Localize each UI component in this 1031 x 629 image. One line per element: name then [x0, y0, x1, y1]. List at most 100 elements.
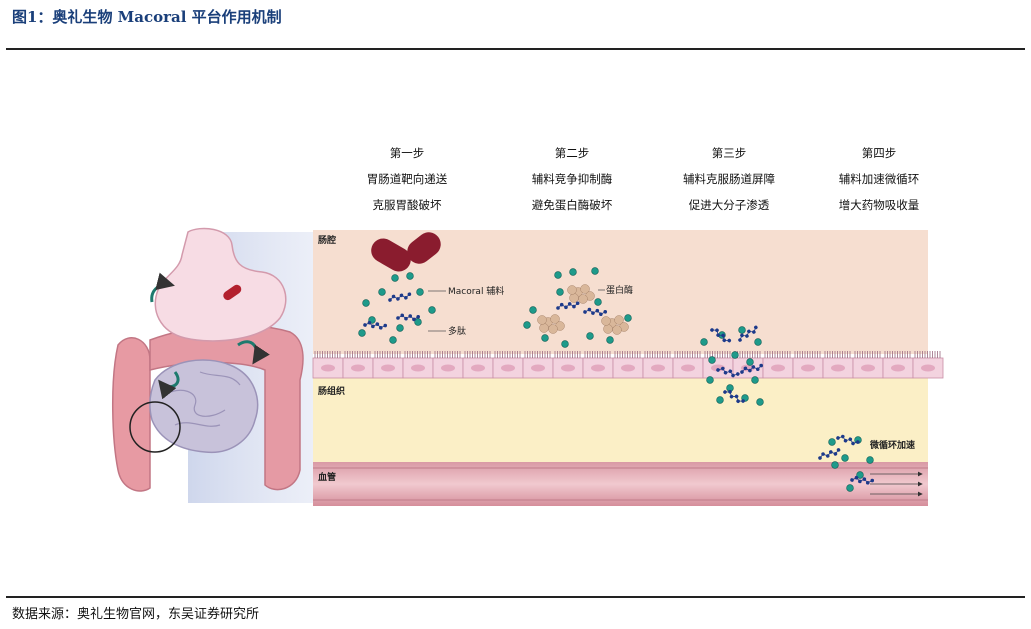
- amino-acid: [556, 306, 560, 310]
- capsule-in-stomach: [223, 284, 242, 301]
- excipient-molecule: [828, 438, 836, 446]
- cell-nucleus: [381, 364, 395, 372]
- amino-acid: [591, 311, 595, 315]
- amino-acid: [754, 325, 758, 330]
- peptide-molecule: [556, 301, 580, 310]
- excipient-molecule: [541, 334, 549, 342]
- cell-nucleus: [561, 364, 575, 372]
- tissue-region: [313, 378, 928, 462]
- step-4-molecules: [818, 434, 875, 492]
- peristalsis-arrow-icon: [150, 272, 175, 303]
- amino-acid: [599, 312, 603, 317]
- amino-acid: [843, 438, 848, 443]
- protease-lobe: [548, 324, 558, 334]
- step-1-capsule-release: Macoral 辅料 多肽: [358, 232, 504, 344]
- step-4-line2: 增大药物吸收量: [838, 198, 920, 212]
- amino-acid: [734, 394, 739, 399]
- cell-nucleus: [471, 364, 485, 372]
- peptide-molecule: [836, 434, 860, 446]
- excipient-molecule: [362, 299, 370, 307]
- excipient-molecule: [378, 288, 386, 296]
- step-1-line1: 胃肠道靶向递送: [366, 172, 448, 186]
- amino-acid: [727, 338, 732, 343]
- peptide-molecule: [716, 366, 740, 378]
- amino-acid: [583, 310, 587, 314]
- cell-nucleus: [651, 364, 665, 372]
- amino-acid: [396, 297, 400, 301]
- excipient-molecule: [841, 454, 849, 462]
- amino-acid: [729, 394, 734, 399]
- amino-acid: [721, 333, 725, 338]
- excipient-molecule: [529, 306, 537, 314]
- microvilli: [404, 351, 431, 358]
- amino-acid: [716, 368, 720, 372]
- protease-enzyme: [567, 284, 595, 304]
- top-rule: [6, 48, 1025, 50]
- amino-acid: [825, 454, 830, 458]
- microvilli: [854, 351, 881, 358]
- amino-acid: [738, 338, 742, 342]
- cell-nucleus: [771, 364, 785, 372]
- peptide-molecule: [396, 313, 420, 322]
- protease-lobe: [567, 285, 577, 295]
- step-2-protease-inhibition: 蛋白酶: [523, 267, 633, 348]
- excipient-molecule: [414, 318, 422, 326]
- step-3-line2: 促进大分子渗透: [688, 198, 770, 212]
- step-4-line1: 辅料加速微循环: [838, 172, 920, 186]
- amino-acid: [396, 316, 400, 320]
- zoom-circle: [129, 401, 181, 453]
- capsule-half-icon: [407, 232, 441, 264]
- excipient-molecule: [738, 326, 746, 334]
- amino-acid: [840, 434, 845, 439]
- amino-acid: [836, 436, 840, 440]
- step-2-molecules: [523, 267, 632, 348]
- amino-acid: [383, 323, 388, 328]
- amino-acid: [759, 363, 763, 368]
- excipient-molecule: [754, 338, 762, 346]
- peptide-molecule: [818, 448, 841, 460]
- amino-acid: [723, 390, 727, 394]
- step-4-microcirculation: 微循环加速: [818, 434, 923, 497]
- amino-acid: [751, 365, 756, 369]
- cell-nucleus: [501, 364, 515, 372]
- peptide-molecule: [710, 328, 732, 343]
- amino-acid: [856, 440, 860, 444]
- excipient-molecule: [746, 358, 754, 366]
- amino-acid: [752, 330, 756, 334]
- amino-acid: [710, 328, 714, 332]
- cell-nucleus: [921, 364, 935, 372]
- vessel-label: 血管: [318, 471, 336, 483]
- amino-acid: [836, 448, 841, 452]
- amino-acid: [391, 294, 396, 299]
- step-4-caption: 第四步 辅料加速微循环 增大药物吸收量: [794, 140, 964, 218]
- intestine-cross-section: 肠腔 肠组织 血管: [312, 230, 944, 506]
- microvilli: [674, 351, 701, 358]
- ascending-colon: [112, 337, 151, 492]
- amino-acid: [400, 313, 405, 318]
- microvilli: [914, 351, 941, 358]
- microvilli: [584, 351, 611, 358]
- cell-nucleus: [591, 364, 605, 372]
- protease-lobe: [580, 284, 590, 294]
- amino-acid: [723, 370, 728, 375]
- peptide-molecule: [583, 307, 608, 317]
- microvilli: [464, 351, 491, 358]
- peristalsis-arrow-icon: [237, 340, 270, 365]
- peptide-molecule: [388, 292, 412, 302]
- protease-lobe: [603, 324, 613, 334]
- microvilli: [314, 351, 341, 358]
- cell-nucleus: [621, 364, 635, 372]
- excipient-molecule: [731, 351, 739, 359]
- protease-lobe: [612, 325, 622, 335]
- cell-nucleus: [681, 364, 695, 372]
- amino-acid: [854, 475, 859, 480]
- amino-acid: [399, 293, 404, 298]
- amino-acid: [564, 305, 568, 310]
- peptide-molecule: [723, 390, 745, 403]
- amino-acid: [371, 324, 375, 329]
- amino-acid: [567, 302, 572, 306]
- amino-acid: [848, 437, 853, 442]
- amino-acid: [404, 316, 408, 321]
- protease-lobe: [569, 293, 579, 303]
- excipient-label: Macoral 辅料: [448, 285, 504, 297]
